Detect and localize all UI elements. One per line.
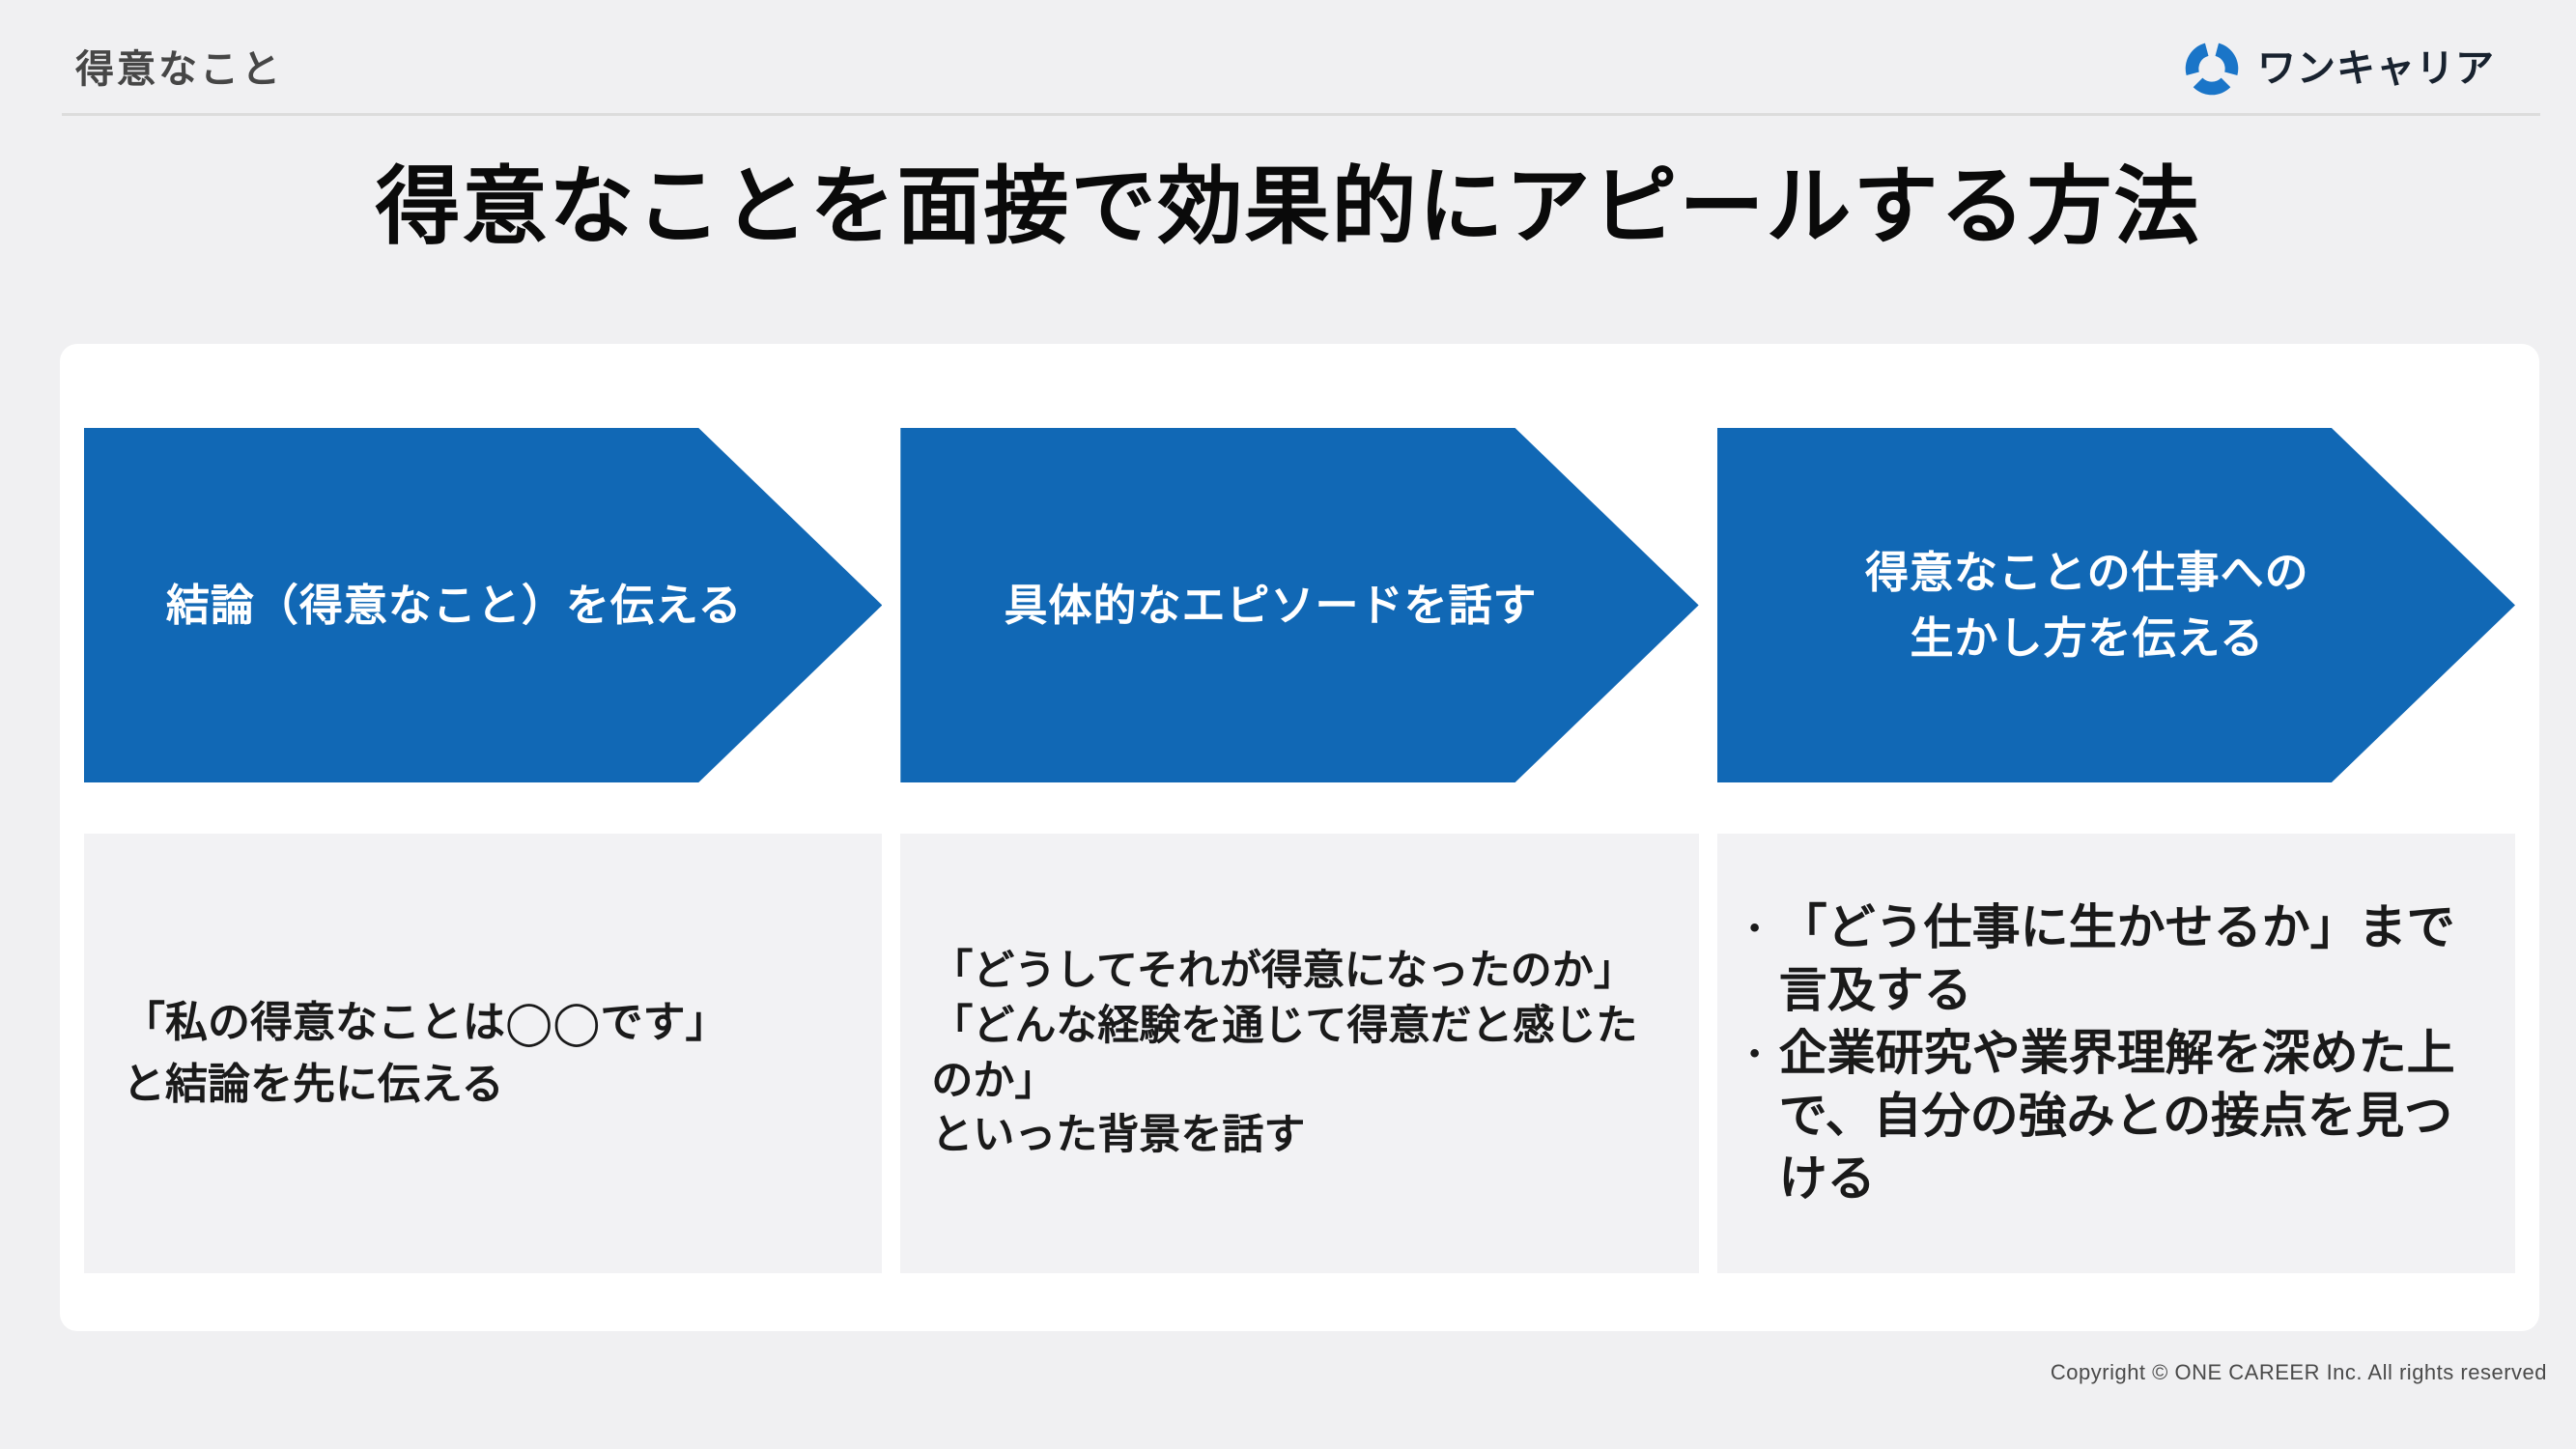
slide-eyebrow: 得意なこと	[75, 48, 283, 91]
step-1-description-line-2: と結論を先に伝える	[123, 1060, 504, 1108]
step-2-arrow: 具体的なエピソードを話す	[900, 428, 1699, 782]
onecareer-swirl-icon	[2185, 43, 2239, 96]
step-2-description-line-3: といった背景を話す	[931, 1112, 1306, 1159]
step-2-arrow-label: 具体的なエピソードを話す	[1004, 580, 1538, 630]
copyright-notice: Copyright © ONE CAREER Inc. All rights r…	[2050, 1360, 2547, 1384]
bullet-dot-icon: •	[1749, 912, 1760, 944]
step-1-arrow: 結論（得意なこと）を伝える	[84, 428, 883, 782]
onecareer-logo: ワンキャリア	[2182, 39, 2495, 99]
step-3-bullet-text-2: 企業研究や業界理解を深めた上で、自分の強みとの接点を見つける	[1778, 1026, 2455, 1206]
content-card: 結論（得意なこと）を伝える 具体的なエピソードを話す 得意なことの仕事への 生か…	[60, 344, 2539, 1331]
step-1-description-line-1: 「私の得意なことは◯◯です」	[123, 998, 728, 1046]
header-divider	[62, 113, 2540, 116]
step-3-bullet-text-1: 「どう仕事に生かせるか」まで言及する	[1778, 900, 2455, 1017]
step-3-arrow-label-line-2: 生かし方を伝える	[1910, 612, 2265, 663]
step-3-bullet-item-2: • 企業研究や業界理解を深めた上で、自分の強みとの接点を見つける	[1731, 1022, 2480, 1210]
onecareer-logo-text: ワンキャリア	[2257, 47, 2495, 90]
step-2-description-line-2: 「どんな経験を通じて得意だと感じたのか」	[931, 1002, 1638, 1104]
step-3-description-box: • 「どう仕事に生かせるか」まで言及する • 企業研究や業界理解を深めた上で、自…	[1716, 834, 2515, 1273]
step-3-arrow: 得意なことの仕事への 生かし方を伝える	[1716, 428, 2515, 782]
step-3-bullet-item-1: • 「どう仕事に生かせるか」まで言及する	[1731, 896, 2480, 1022]
step-2-description-line-1: 「どうしてそれが得意になったのか」	[931, 948, 1635, 994]
step-1-arrow-label: 結論（得意なこと）を伝える	[165, 580, 743, 630]
bullet-dot-icon: •	[1749, 1037, 1760, 1069]
slide-title: 得意なことを面接で効果的にアピールする方法	[375, 158, 2201, 254]
step-3-arrow-label-line-1: 得意なことの仕事への	[1865, 548, 2309, 597]
step-1-description-box: 「私の得意なことは◯◯です」 と結論を先に伝える	[84, 834, 883, 1273]
step-2-description-box: 「どうしてそれが得意になったのか」 「どんな経験を通じて得意だと感じたのか」 と…	[900, 834, 1699, 1273]
